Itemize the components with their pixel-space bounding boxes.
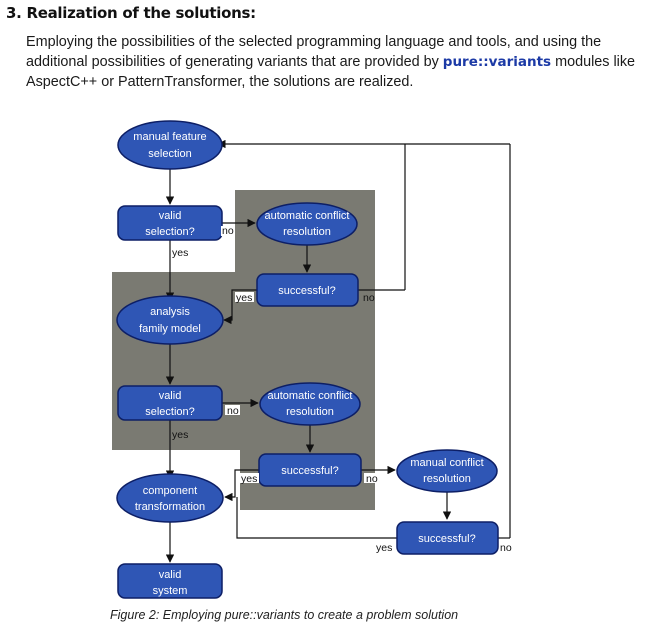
node-text: successful? [281,465,338,477]
node-text: valid [159,569,182,581]
edge-label: yes [241,473,257,485]
node-text: transformation [135,501,205,513]
node-text: automatic conflict [268,390,353,402]
node-text: resolution [283,226,331,238]
succ1-yes-arrow [223,289,257,325]
node-text: successful? [418,533,475,545]
edge-label: no [366,473,378,485]
edge-label: yes [172,247,188,259]
edge-label: no [500,542,512,554]
brand-name: pure::variants [442,54,552,70]
automatic-conflict-resolution-node-2: automatic conflict resolution [259,382,361,426]
figure-caption: Figure 2: Employing pure::variants to cr… [110,608,459,622]
paragraph-text-before: Employing the possibilities of the selec… [26,34,602,70]
edge-label: no [363,292,375,304]
body-paragraph: Employing the possibilities of the selec… [26,32,646,92]
valid-system-node: valid system [117,563,223,599]
paragraph-text-after: modules like AspectC++ or PatternTransfo… [26,54,636,90]
section-heading: 3. Realization of the solutions: [6,4,256,22]
node-text: component [143,485,197,497]
node-text: selection? [145,406,195,418]
valid-selection-node-1: valid selection? [117,205,223,241]
node-text: selection [148,148,191,160]
node-text: resolution [286,406,334,418]
automatic-conflict-resolution-node-1: automatic conflict resolution [256,202,358,246]
node-text: resolution [423,473,471,485]
node-text: valid [159,390,182,402]
edge-label: yes [172,429,188,441]
node-text: analysis [150,306,190,318]
node-text: successful? [278,285,335,297]
node-text: selection? [145,226,195,238]
component-transformation-node: component transformation [116,473,224,523]
analysis-family-model-node: analysis family model [116,295,224,345]
node-text: automatic conflict [265,210,350,222]
succ2-yes-arrow [224,469,259,502]
edge-label: yes [376,542,392,554]
successful-node-1: successful? [256,273,359,307]
successful-node-3: successful? [396,521,499,555]
succ3-yes-line [236,497,397,539]
edge-label: yes [236,292,252,304]
node-text: manual conflict [410,457,483,469]
node-text: family model [139,323,201,335]
node-text: manual feature [133,131,206,143]
valid-selection-node-2: valid selection? [117,385,223,421]
manual-feature-selection-node: manual feature selection [117,120,223,170]
edge-label: no [222,225,234,237]
edge-label: no [227,405,239,417]
successful-node-2: successful? [258,453,362,487]
node-text: system [153,585,188,597]
node-text: valid [159,210,182,222]
manual-conflict-resolution-node: manual conflict resolution [396,449,498,493]
